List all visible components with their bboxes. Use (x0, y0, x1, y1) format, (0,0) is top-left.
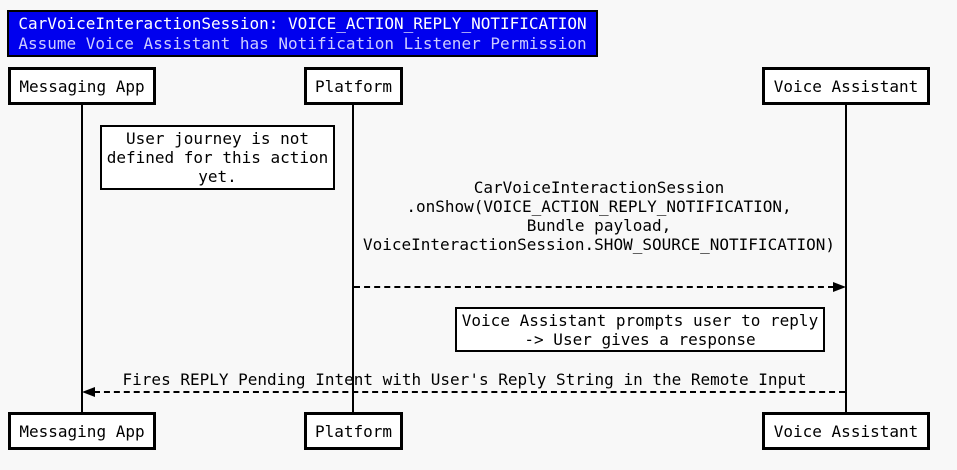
note-line: User journey is not (125, 129, 310, 148)
participant-label: Voice Assistant (773, 421, 919, 441)
participant-label: Messaging App (19, 76, 145, 96)
message-line: CarVoiceInteractionSession (473, 178, 725, 197)
participant-label: Voice Assistant (773, 76, 919, 96)
title-line-1: CarVoiceInteractionSession: VOICE_ACTION… (18, 13, 587, 33)
arrowhead-right-icon (833, 282, 846, 292)
participant-label: Platform (314, 421, 393, 441)
diagram-title: CarVoiceInteractionSession: VOICE_ACTION… (7, 10, 598, 57)
message-reply-intent-label: Fires REPLY Pending Intent with User's R… (84, 370, 845, 389)
lifeline-messaging-app (81, 105, 83, 412)
note-voice-prompts: Voice Assistant prompts user to reply ->… (455, 307, 825, 352)
note-line: Voice Assistant prompts user to reply (461, 310, 819, 330)
lifeline-platform (352, 105, 354, 412)
message-line: Bundle payload, (526, 216, 672, 235)
title-line-2: Assume Voice Assistant has Notification … (18, 33, 587, 53)
participant-voice-assistant-bottom: Voice Assistant (762, 412, 930, 450)
participant-label: Messaging App (19, 421, 145, 441)
message-arrow-platform-to-voice (354, 286, 834, 288)
participant-messaging-app-bottom: Messaging App (8, 412, 156, 450)
note-line: defined for this action (106, 148, 329, 167)
lifeline-voice-assistant (845, 105, 847, 412)
message-line: .onShow(VOICE_ACTION_REPLY_NOTIFICATION, (406, 197, 792, 216)
message-line: Fires REPLY Pending Intent with User's R… (122, 370, 807, 389)
participant-messaging-app-top: Messaging App (8, 67, 156, 105)
participant-platform-top: Platform (304, 67, 403, 105)
message-line: VoiceInteractionSession.SHOW_SOURCE_NOTI… (362, 235, 835, 254)
message-onshow-label: CarVoiceInteractionSession .onShow(VOICE… (349, 178, 849, 254)
participant-label: Platform (314, 76, 393, 96)
note-line: -> User gives a response (524, 329, 756, 349)
participant-voice-assistant-top: Voice Assistant (762, 67, 930, 105)
participant-platform-bottom: Platform (304, 412, 403, 450)
message-arrow-voice-to-messaging (94, 391, 845, 393)
note-user-journey: User journey is not defined for this act… (100, 125, 335, 190)
note-line: yet. (198, 167, 237, 186)
arrowhead-left-icon (82, 387, 95, 397)
